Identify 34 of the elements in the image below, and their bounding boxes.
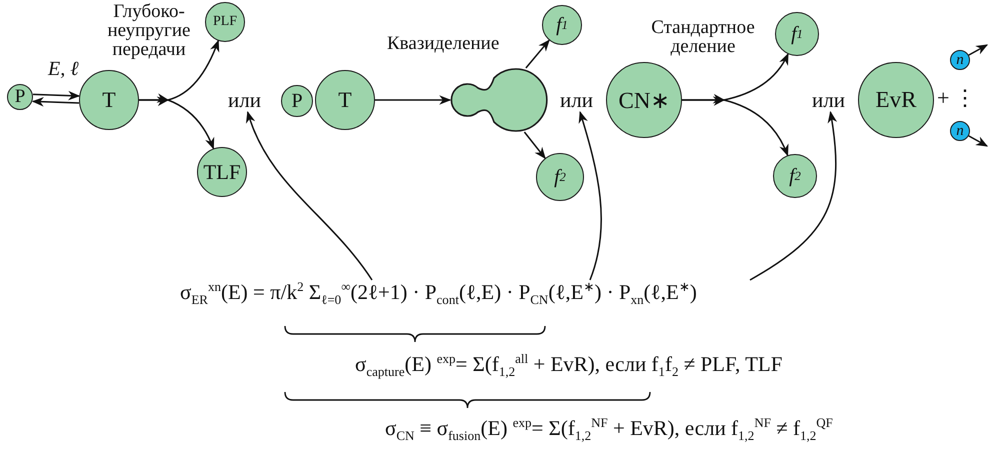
or-word: или bbox=[228, 89, 261, 112]
arrow bbox=[524, 132, 546, 160]
nucleus-circle: T bbox=[79, 70, 139, 130]
arrow bbox=[750, 110, 837, 281]
arrow bbox=[525, 39, 550, 68]
arrow bbox=[578, 110, 602, 280]
ellipsis-mark: ⋮ bbox=[954, 86, 976, 110]
nucleus-circle: EvR bbox=[858, 62, 934, 138]
plus-sign: + bbox=[937, 86, 950, 110]
arrow bbox=[968, 44, 988, 56]
nucleus-circle: CN∗ bbox=[606, 62, 682, 138]
dinuclear-system-shape bbox=[450, 68, 548, 132]
arrow bbox=[32, 96, 80, 107]
capture-formula: σ$_{capture}$(E) $^{exp}$= Σ(f$_{1,2}$$^{all}$ + EvR), если f$_{1}$f$_{2}$ ≠ PLF, TLF bbox=[355, 352, 782, 380]
arrow bbox=[139, 93, 214, 149]
or-word: или bbox=[812, 89, 845, 112]
arrow bbox=[968, 135, 988, 147]
nucleus-circle: P bbox=[281, 85, 313, 117]
process-caption: Стандартное деление bbox=[650, 18, 756, 56]
process-caption: Квазиделение bbox=[387, 34, 500, 55]
process-caption: Глубоко-неупругие передачи bbox=[106, 2, 192, 59]
cross-section-formula: σ$_{ER}$$^{xn}$(E) = π/k$^{2}$ Σ$_{ℓ=0}$$^{∞}$(2ℓ+1) · P$_{cont}$(ℓ,E) · P$_{CN}$(ℓ,E$^{∗}$) · P$_{xn}$(ℓ,E$^{∗}$) bbox=[180, 280, 697, 308]
neutron-circle: n bbox=[950, 121, 970, 141]
or-word: или bbox=[560, 89, 593, 112]
arrow bbox=[246, 110, 373, 280]
arrow bbox=[682, 94, 788, 156]
nucleus-circle: P bbox=[7, 84, 33, 110]
nucleus-circle: PLF bbox=[205, 2, 245, 42]
variable-label: E, ℓ bbox=[48, 58, 79, 80]
neutron-circle: n bbox=[950, 50, 970, 70]
nucleus-circle: T bbox=[315, 70, 375, 130]
arrow bbox=[375, 95, 452, 105]
nucleus-circle: TLF bbox=[197, 147, 247, 197]
arrow bbox=[32, 90, 80, 100]
